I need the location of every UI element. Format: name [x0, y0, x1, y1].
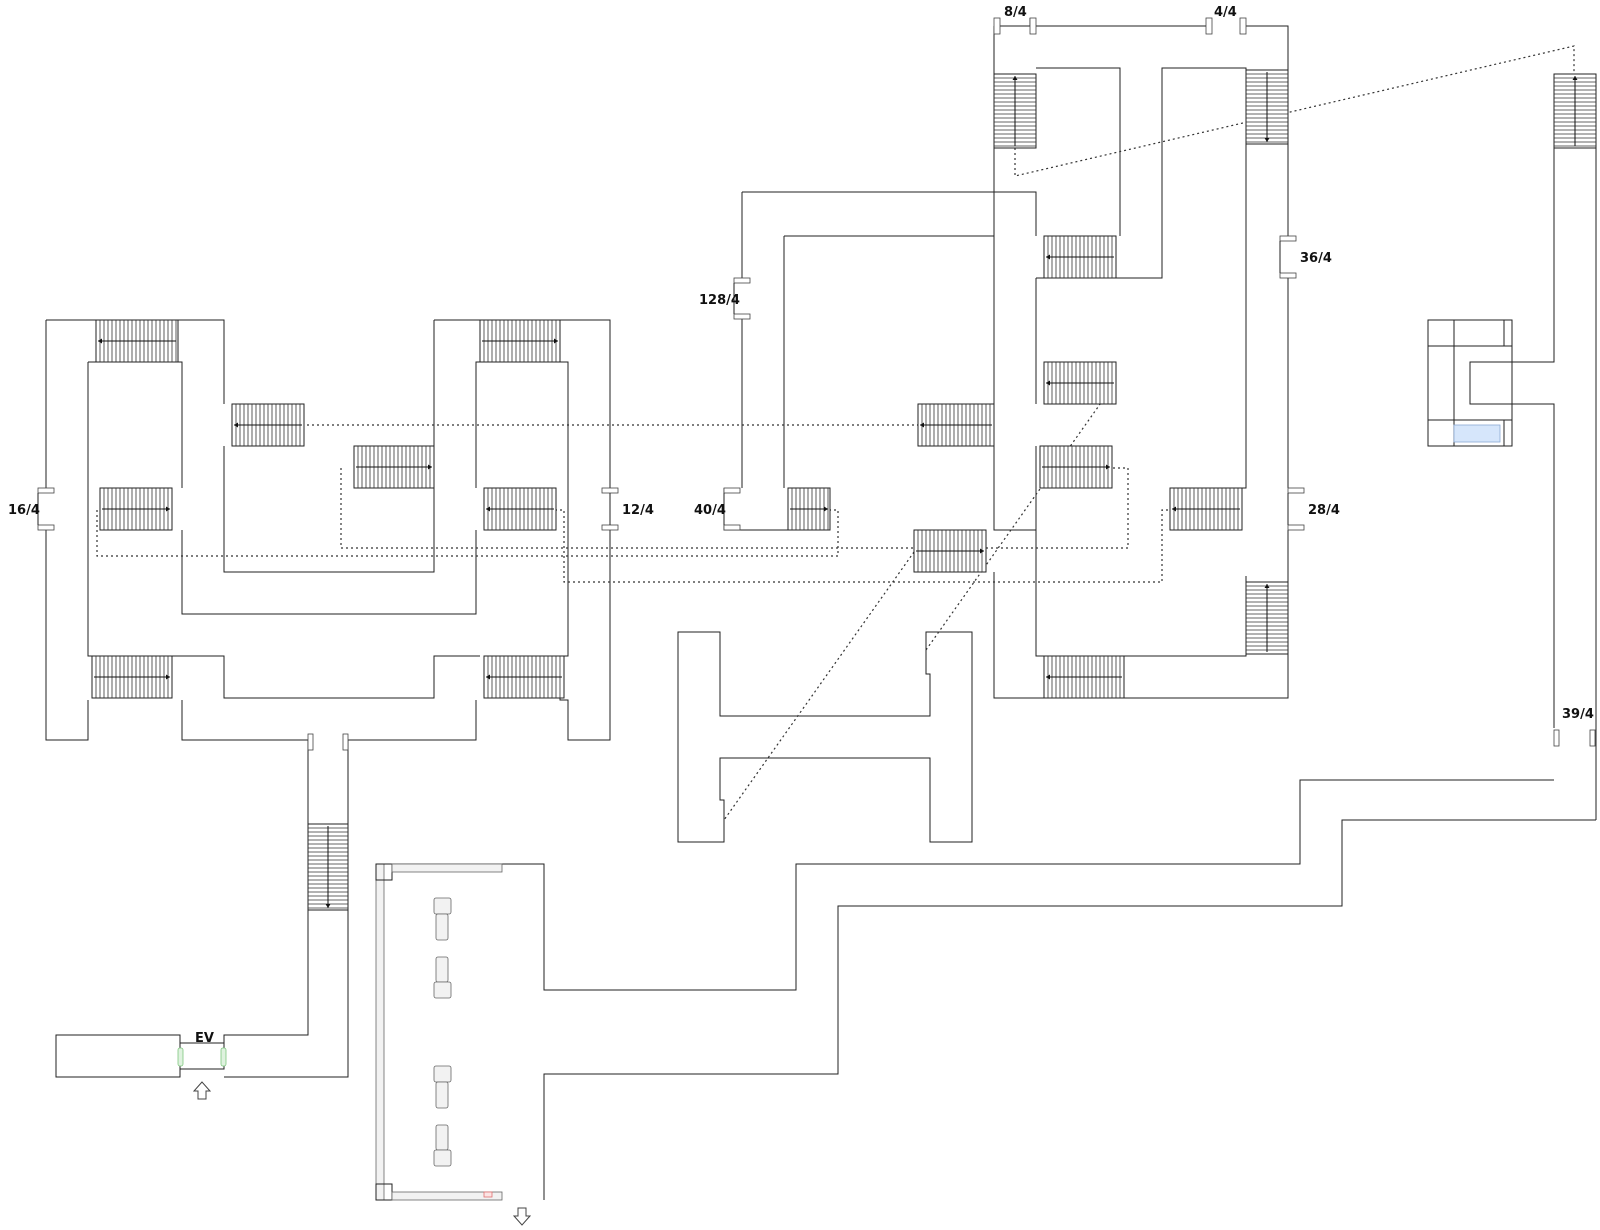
doors-layer [37, 17, 1596, 751]
middle-building-walls [723, 18, 1289, 699]
staircase[interactable] [1043, 655, 1125, 699]
staircase[interactable] [99, 487, 173, 531]
exit-label-12: 12/4 [622, 503, 654, 518]
exit-door[interactable] [1589, 729, 1596, 747]
down-arrow-icon[interactable] [512, 1207, 532, 1226]
elevator-label: EV [195, 1031, 214, 1046]
right-corridor-walls [392, 148, 1597, 1200]
up-arrow-icon[interactable] [192, 1081, 212, 1100]
exit-door[interactable] [37, 487, 55, 494]
exit-label-4: 4/4 [1214, 5, 1237, 20]
staircase[interactable] [787, 487, 831, 531]
exit-door[interactable] [342, 733, 349, 751]
exit-door[interactable] [1205, 17, 1213, 35]
exit-door[interactable] [1287, 487, 1305, 494]
exit-label-16: 16/4 [8, 503, 40, 518]
exit-label-39: 39/4 [1562, 707, 1594, 722]
exit-door[interactable] [1279, 272, 1297, 279]
staircase[interactable] [913, 529, 987, 573]
staircase[interactable] [353, 445, 435, 489]
elevator-door-left [177, 1047, 184, 1067]
exit-labels: 8/4 4/4 36/4 128/4 16/4 12/4 40/4 28/4 3… [8, 5, 1594, 722]
staircase[interactable] [1245, 69, 1289, 145]
staircase[interactable] [483, 487, 557, 531]
exit-door[interactable] [1279, 235, 1297, 242]
exit-door[interactable] [733, 313, 751, 320]
pool [1453, 424, 1501, 443]
exit-door[interactable] [1287, 524, 1305, 531]
exit-label-8: 8/4 [1004, 5, 1027, 20]
exit-door[interactable] [1029, 17, 1037, 35]
exit-door[interactable] [993, 17, 1001, 35]
staircase[interactable] [993, 73, 1037, 149]
exit-label-36: 36/4 [1300, 251, 1332, 266]
staircase[interactable] [307, 823, 349, 911]
staircase[interactable] [1039, 445, 1113, 489]
staircase[interactable] [1169, 487, 1243, 531]
exit-label-128: 128/4 [699, 293, 740, 308]
exit-door[interactable] [733, 277, 751, 284]
exit-door[interactable] [1239, 17, 1247, 35]
staircase[interactable] [479, 319, 561, 363]
staircase[interactable] [1043, 235, 1117, 279]
exit-label-28: 28/4 [1308, 503, 1340, 518]
exit-door[interactable] [601, 524, 619, 531]
marker [483, 1191, 493, 1198]
elevator-door-right [220, 1047, 227, 1067]
t-block-walls [677, 631, 973, 843]
exit-door[interactable] [37, 524, 55, 531]
exit-door[interactable] [307, 733, 314, 751]
exit-door[interactable] [601, 487, 619, 494]
staircase[interactable] [231, 403, 305, 447]
exit-door[interactable] [723, 487, 741, 494]
exit-door[interactable] [1553, 729, 1560, 747]
staircase[interactable] [1245, 581, 1289, 655]
transfer-routes [96, 45, 1575, 821]
staircase[interactable] [1043, 361, 1117, 405]
staircase[interactable] [95, 319, 179, 363]
staircase[interactable] [91, 655, 173, 699]
staircase[interactable] [1553, 73, 1597, 149]
exit-label-40: 40/4 [694, 503, 726, 518]
stairs-layer [91, 69, 1597, 911]
elevator[interactable]: EV [177, 1031, 227, 1070]
platform-area [375, 863, 503, 1201]
staircase[interactable] [917, 403, 995, 447]
staircase[interactable] [483, 655, 565, 699]
exit-door[interactable] [723, 524, 741, 531]
